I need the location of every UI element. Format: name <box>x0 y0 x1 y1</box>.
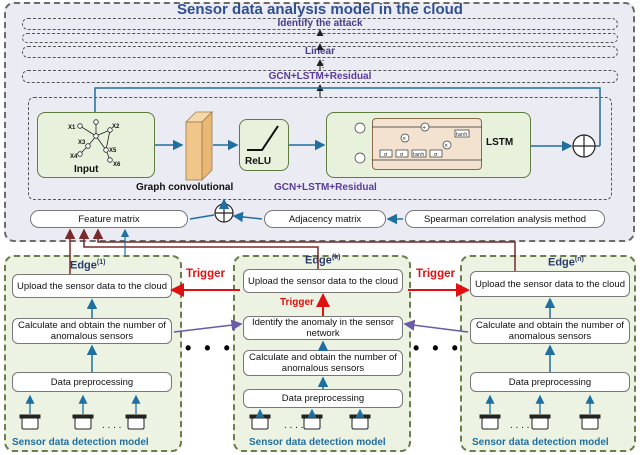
edge-k-preprocess: Data preprocessing <box>243 389 403 408</box>
trigger-right: Trigger <box>416 268 455 280</box>
input-label: Input <box>74 164 99 175</box>
residual-line <box>94 87 601 146</box>
relu-curve-icon <box>247 125 279 151</box>
sensor-cap-icon <box>479 414 501 419</box>
lstm-op-2: σ <box>400 152 404 158</box>
edge-k-calculate: Calculate and obtain the number of anoma… <box>243 350 403 376</box>
sensor-icons: . . . . . . . . . . . . <box>19 394 601 431</box>
sensor-icon <box>351 417 369 430</box>
edge-n-detect-label: Sensor data detection model <box>472 437 609 448</box>
gcn-lstm-block <box>28 97 612 200</box>
lstm-op-4: σ <box>434 152 438 158</box>
edge-n-preprocess: Data preprocessing <box>470 372 630 392</box>
arrow-adj-to-add <box>232 211 263 223</box>
sensor-icon <box>481 417 499 430</box>
sensor-cap-icon <box>301 414 323 419</box>
edge-1-upload: Upload the sensor data to the cloud <box>12 274 172 298</box>
sensor-cap-icon <box>349 414 371 419</box>
feature-matrix-box: Feature matrix <box>30 210 188 228</box>
sensor-cap-icon <box>529 414 551 419</box>
sensor-icon <box>127 417 145 430</box>
edge-1-detect-label: Sensor data detection model <box>12 437 149 448</box>
arrow-edgen-upload <box>92 228 516 271</box>
sensor-cap-icon <box>249 414 271 419</box>
lstm-op-5: tanh <box>456 132 467 138</box>
edge-n-calculate: Calculate and obtain the number of anoma… <box>470 318 630 344</box>
sensor-cap-icon <box>579 414 601 419</box>
sensor-ellipsis: . . . . <box>284 420 303 431</box>
sensor-cap-icon <box>72 414 94 419</box>
edge-n-upload: Upload the sensor data to the cloud <box>470 271 630 297</box>
graph-conv-label: Graph convolutional <box>136 182 234 193</box>
layer-gcn-lstm-label: GCN+LSTM+Residual <box>268 71 372 82</box>
node-x6: X6 <box>113 162 121 168</box>
input-graph-icon <box>77 119 113 163</box>
sensor-icon <box>74 417 92 430</box>
arrow-edge1-to-identify <box>173 319 243 333</box>
sensor-icon <box>531 417 549 430</box>
node-x2: X2 <box>112 124 120 130</box>
lstm-label: LSTM <box>486 137 514 148</box>
line-feature-to-add <box>189 214 215 220</box>
arrow-edgek-upload <box>78 228 319 269</box>
sensor-ellipsis: . . . . <box>510 420 529 431</box>
sensor-cap-icon <box>19 414 41 419</box>
sensor-icon <box>303 417 321 430</box>
sensor-icon <box>251 417 269 430</box>
edge-1-title: Edge(1) <box>70 259 106 272</box>
sensor-cap-icon <box>125 414 147 419</box>
spearman-box: Spearman correlation analysis method <box>405 210 605 228</box>
edge-k-detect-label: Sensor data detection model <box>249 437 386 448</box>
lstm-op-7: + <box>422 125 426 131</box>
edge-k-identify: Identify the anomaly in the sensor netwo… <box>243 316 403 340</box>
adjacency-matrix-box: Adjacency matrix <box>264 210 386 228</box>
trigger-left: Trigger <box>186 268 225 280</box>
sensor-ellipsis: . . . . <box>102 420 121 431</box>
edge-k-upload: Upload the sensor data to the cloud <box>243 269 403 293</box>
edge-1-preprocess: Data preprocessing <box>12 372 172 392</box>
node-x4: X4 <box>70 154 78 160</box>
arrow-edgen-to-identify <box>403 319 469 333</box>
sensor-icon <box>21 417 39 430</box>
layer-identify-label: Identify the attack <box>277 18 363 29</box>
dots-left: • • • <box>185 338 234 358</box>
node-x1: X1 <box>68 125 76 131</box>
block-label: GCN+LSTM+Residual <box>274 182 377 193</box>
edge-n-title: Edge(n) <box>548 256 584 269</box>
node-x3: X3 <box>78 140 86 146</box>
layer-gcn-lstm <box>22 70 618 83</box>
cloud-title: Sensor data analysis model in the cloud <box>177 1 463 18</box>
trigger-middle: Trigger <box>280 297 314 308</box>
layer-linear-label: Linear <box>304 46 335 57</box>
edge-1-calculate: Calculate and obtain the number of anoma… <box>12 318 172 344</box>
lstm-op-1: σ <box>384 152 388 158</box>
lstm-op-6: × <box>402 136 406 142</box>
lstm-cell-icon <box>354 122 482 164</box>
relu-label: ReLU <box>245 156 272 167</box>
stack-dots: ⋮ <box>318 59 328 70</box>
lstm-op-8: × <box>444 143 448 149</box>
dots-right: • • • <box>413 338 462 358</box>
relu-box <box>239 119 289 171</box>
node-x5: X5 <box>109 148 117 154</box>
sensor-icon <box>581 417 599 430</box>
lstm-op-3: tanh <box>413 152 424 158</box>
graph-conv-block-icon <box>185 111 213 181</box>
